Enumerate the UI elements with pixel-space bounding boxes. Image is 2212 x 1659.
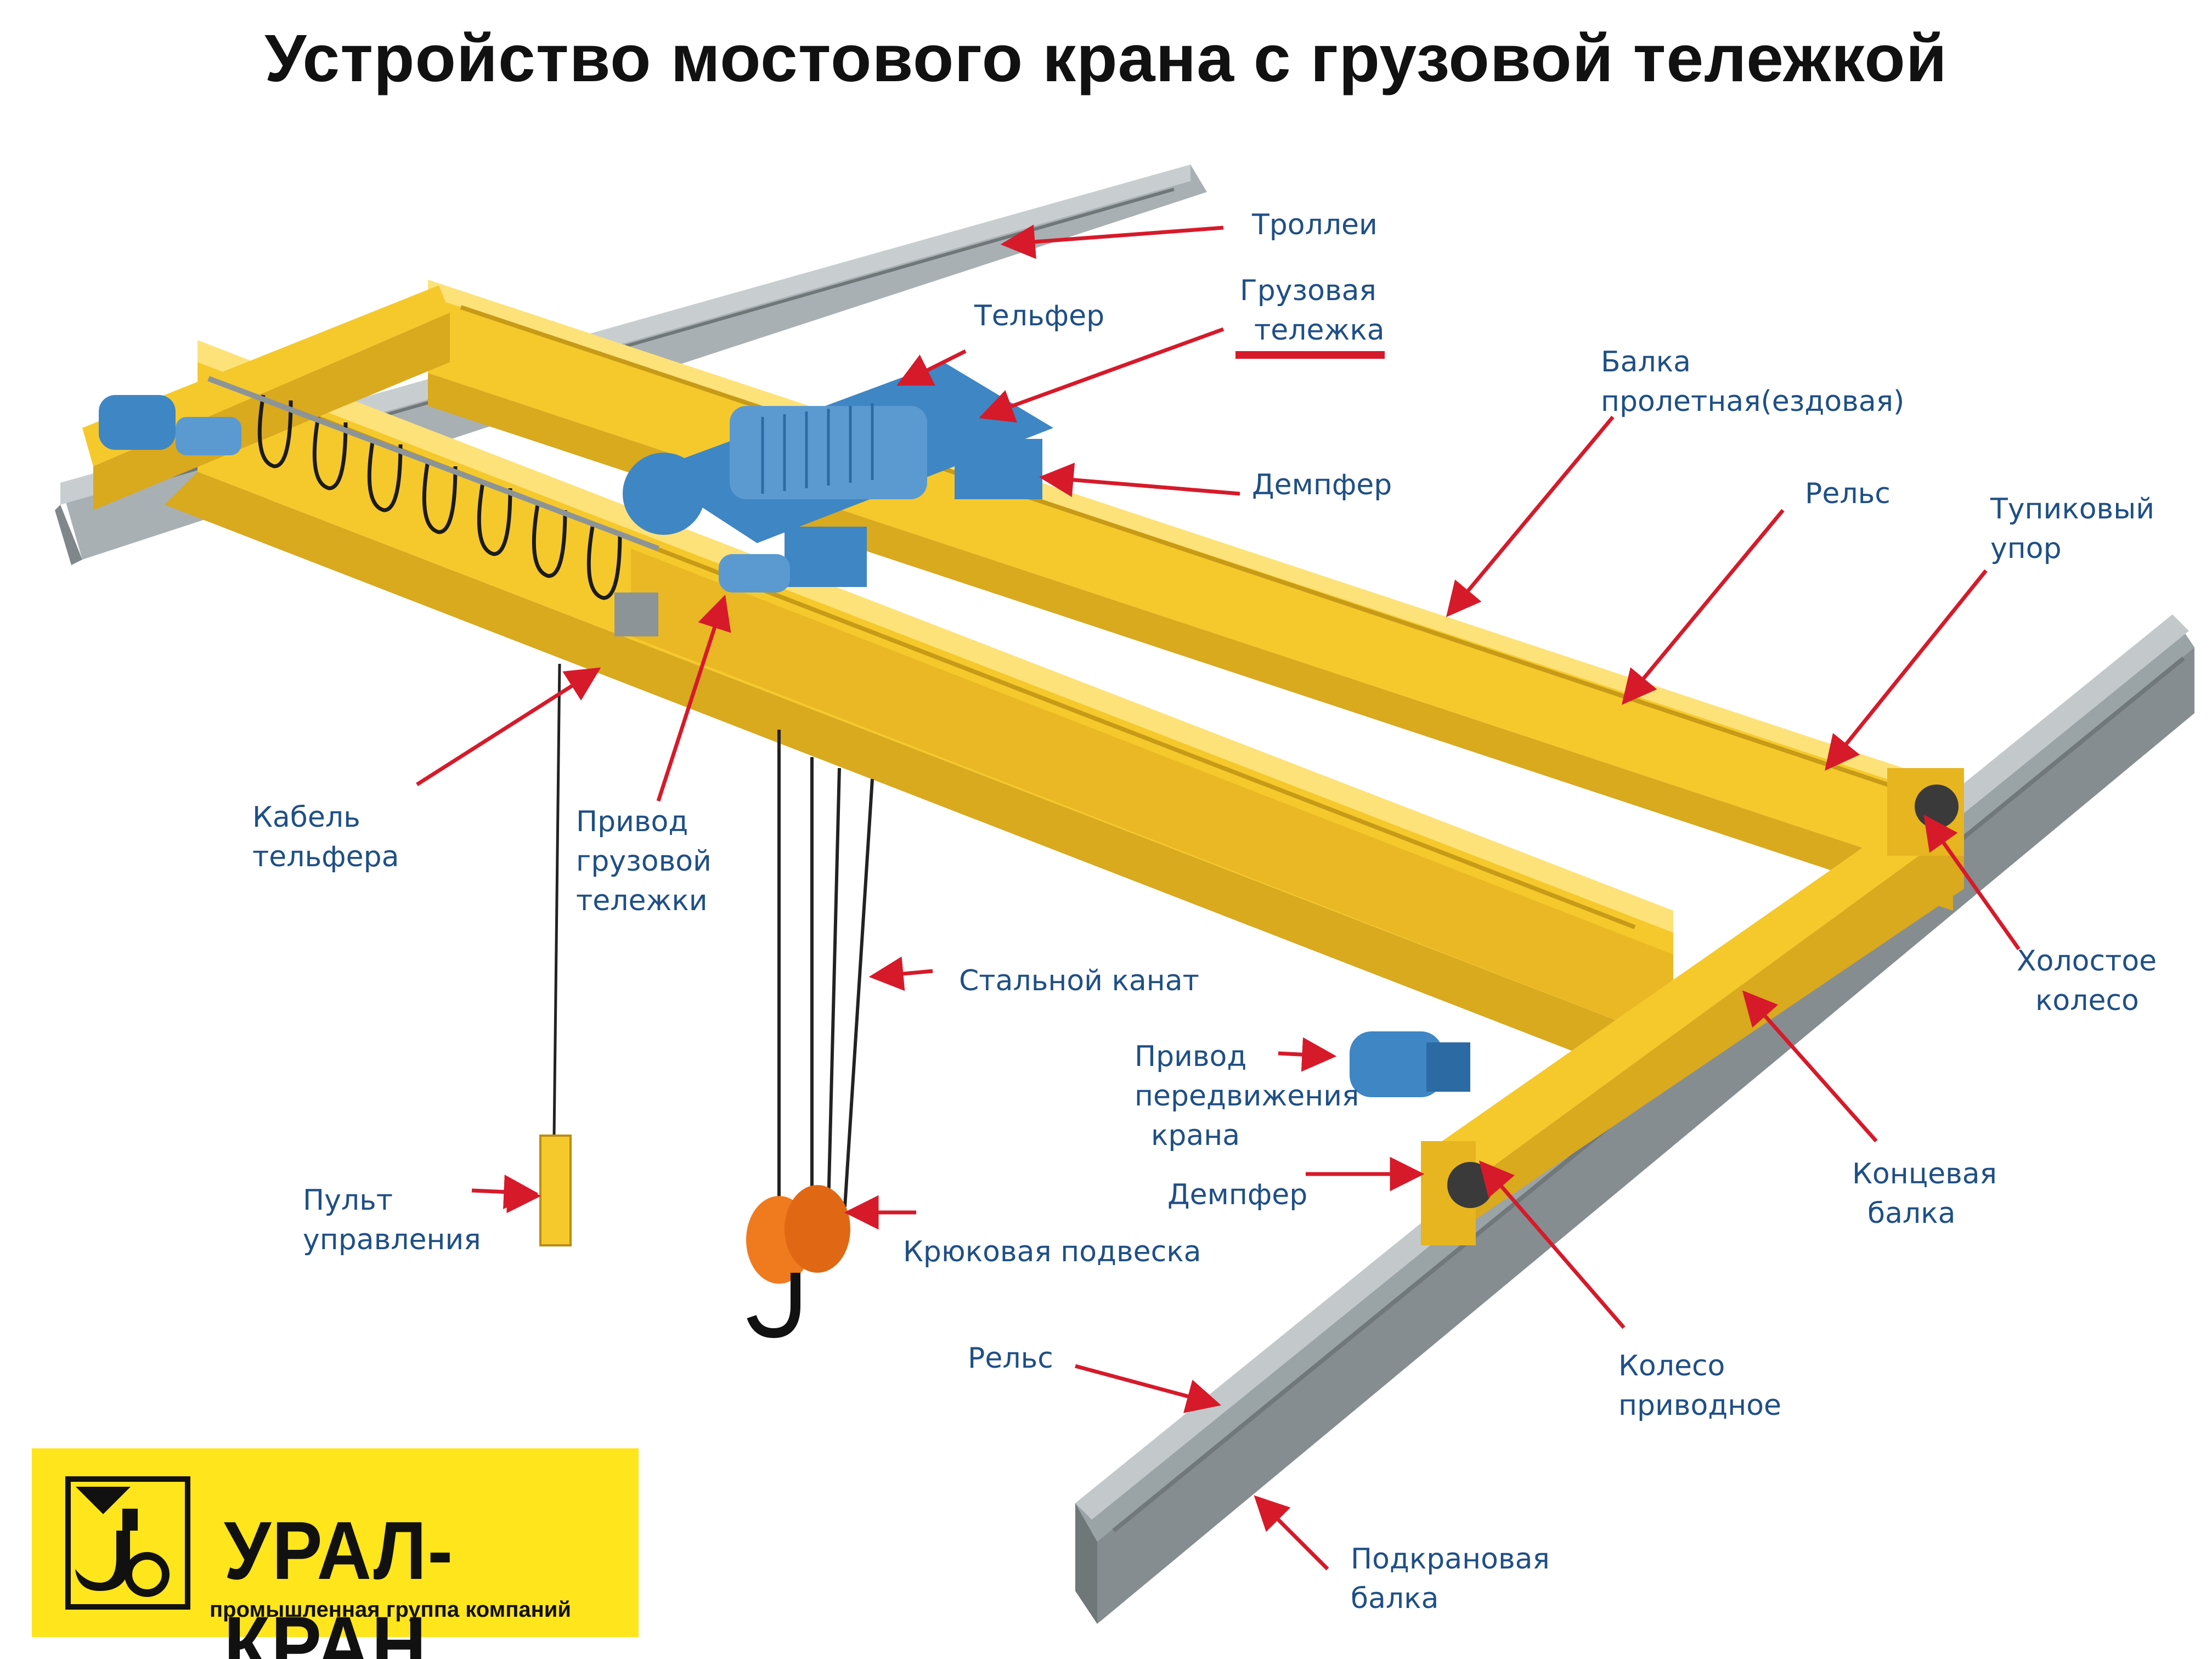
far-crane-drive-motor bbox=[99, 395, 241, 455]
hook-assembly bbox=[746, 730, 874, 1339]
label-hook-block: Крюковая подвеска bbox=[903, 1235, 1201, 1268]
control-pendant bbox=[539, 663, 572, 1246]
label-telpher: Тельфер bbox=[974, 300, 1105, 332]
label-steel-rope: Стальной канат bbox=[959, 964, 1199, 997]
end-beam bbox=[1421, 768, 1964, 1245]
cargo-trolley-underline bbox=[1235, 351, 1385, 359]
label-damper-top: Демпфер bbox=[1252, 469, 1392, 501]
callout-arrows bbox=[416, 224, 2021, 1571]
company-logo: УРАЛ-КРАН промышленная группа компаний bbox=[32, 1448, 639, 1659]
label-dead-end-stop: Тупиковый упор bbox=[1990, 493, 2155, 565]
cargo-trolley bbox=[614, 362, 1053, 636]
label-crane-drive: Привод передвижения крана bbox=[1135, 1040, 1359, 1152]
label-idle-wheel: Холостое колесо bbox=[2017, 945, 2157, 1017]
festoon-cable bbox=[207, 376, 659, 600]
label-drive-wheel: Колесо приводное bbox=[1618, 1350, 1782, 1422]
label-control-pendant: Пульт управления bbox=[303, 1184, 481, 1256]
label-rail-top: Рельс bbox=[1805, 477, 1891, 510]
label-runway-beam: Подкрановая балка bbox=[1351, 1543, 1550, 1615]
logo-brand-text: УРАЛ-КРАН bbox=[224, 1504, 454, 1659]
label-telpher-cable: Кабель тельфера bbox=[252, 801, 399, 873]
crane-drive-motor bbox=[1350, 1031, 1470, 1097]
label-damper-bottom: Демпфер bbox=[1167, 1178, 1308, 1211]
logo-subtitle: промышленная группа компаний bbox=[210, 1598, 571, 1622]
page-title: Устройство мостового крана с грузовой те… bbox=[264, 21, 1948, 95]
label-trolley-drive: Привод грузовой тележки bbox=[576, 805, 712, 917]
label-trolley-wires: Троллеи bbox=[1252, 208, 1378, 241]
label-cargo-trolley: Грузовая тележка bbox=[1240, 274, 1385, 347]
hook-logo-icon bbox=[65, 1476, 190, 1610]
label-end-beam: Концевая балка bbox=[1852, 1158, 1997, 1230]
label-span-beam: Балка пролетная(ездовая) bbox=[1601, 346, 1905, 418]
label-rail-bottom: Рельс bbox=[968, 1342, 1053, 1375]
